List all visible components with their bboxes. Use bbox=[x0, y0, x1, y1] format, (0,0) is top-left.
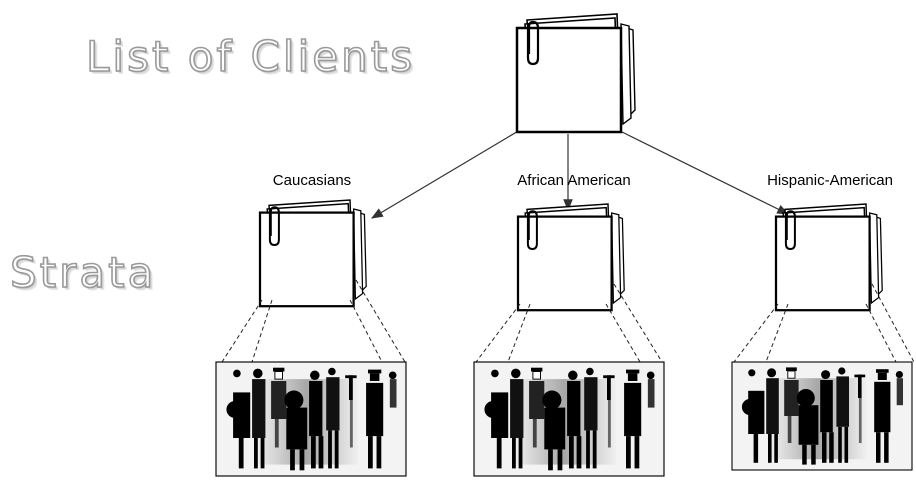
connector-arrows bbox=[370, 129, 790, 219]
african-american-folder-icon bbox=[516, 202, 626, 312]
arrow-to-hispanic-american bbox=[617, 129, 790, 215]
stratum-label-caucasians: Caucasians bbox=[272, 172, 352, 189]
strata-side-label: Strata bbox=[9, 247, 157, 298]
hispanic-american-folder-icon bbox=[774, 202, 884, 312]
projection-lines bbox=[221, 279, 915, 363]
arrow-to-caucasians bbox=[370, 129, 521, 219]
stratum-label-hispanic-american: Hispanic-American bbox=[767, 172, 893, 189]
root-folder-icon bbox=[515, 12, 637, 134]
african-american-people-icon bbox=[473, 361, 665, 477]
diagram-title: List of Clients bbox=[85, 31, 416, 82]
caucasians-folder-icon bbox=[258, 198, 368, 308]
stratum-label-african-american: African American bbox=[517, 172, 631, 189]
caucasians-people-icon bbox=[215, 361, 407, 477]
hispanic-american-people-icon bbox=[731, 361, 913, 471]
